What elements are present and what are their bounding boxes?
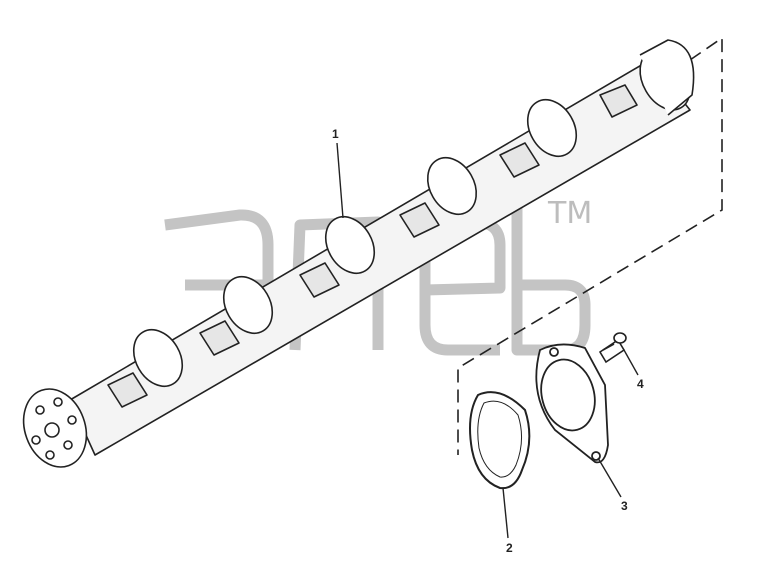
gasket (469, 391, 531, 490)
camshaft (22, 39, 695, 468)
callout-4: 4 (637, 377, 644, 391)
thrust-plate (535, 343, 609, 464)
camshaft-journals (132, 98, 578, 388)
camshaft-lobes (107, 84, 638, 408)
callout-2: 2 (506, 541, 513, 555)
callout-1: 1 (332, 127, 339, 141)
trademark-mark: TM (547, 196, 592, 231)
bolt (598, 332, 627, 364)
leader-lines (336, 142, 639, 539)
assembly-dashed-line (457, 36, 723, 455)
callout-3: 3 (621, 499, 628, 513)
flange-bolt-holes (31, 397, 77, 460)
